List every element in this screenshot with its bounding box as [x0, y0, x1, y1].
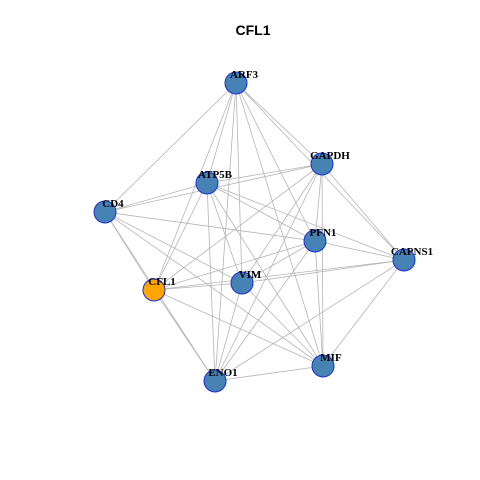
diagram-title: CFL1	[236, 22, 271, 38]
edge-cd4-pfn1	[104, 211, 316, 242]
edge-arf3-eno1	[214, 82, 237, 382]
edge-gapdh-cfl1	[153, 163, 323, 291]
node-label-cfl1: CFL1	[148, 276, 176, 288]
edge-cfl1-eno1	[153, 289, 216, 382]
node-eno1[interactable]	[203, 369, 227, 393]
edge-atp5b-mif	[206, 182, 324, 367]
edge-atp5b-cd4	[104, 182, 208, 213]
edge-atp5b-eno1	[206, 182, 216, 382]
node-pfn1[interactable]	[303, 229, 327, 253]
edge-arf3-mif	[235, 82, 324, 367]
edge-vim-mif	[241, 282, 324, 367]
edge-capns1-cfl1	[153, 259, 405, 291]
edge-atp5b-pfn1	[206, 182, 316, 242]
node-label-gapdh: GAPDH	[310, 150, 350, 162]
edge-arf3-gapdh	[235, 82, 323, 165]
edge-pfn1-capns1	[314, 240, 405, 261]
edge-cd4-vim	[104, 211, 243, 284]
edge-arf3-atp5b	[206, 82, 237, 184]
nodes-layer	[93, 71, 416, 393]
node-label-capns1: CAPNS1	[391, 246, 433, 258]
node-cfl1[interactable]	[142, 278, 166, 302]
edge-gapdh-atp5b	[206, 163, 323, 184]
edge-arf3-pfn1	[235, 82, 316, 242]
edge-pfn1-eno1	[214, 240, 316, 382]
node-arf3[interactable]	[224, 71, 248, 95]
node-gapdh[interactable]	[310, 152, 334, 176]
edge-capns1-eno1	[214, 259, 405, 382]
edges-layer	[104, 82, 405, 382]
edge-pfn1-cfl1	[153, 240, 316, 291]
edge-arf3-cd4	[104, 82, 237, 213]
node-label-pfn1: PFN1	[310, 227, 337, 239]
edge-vim-eno1	[214, 282, 243, 382]
node-label-atp5b: ATP5B	[198, 169, 233, 181]
node-label-arf3: ARF3	[230, 69, 259, 81]
edge-arf3-vim	[235, 82, 243, 284]
edge-cd4-mif	[104, 211, 324, 367]
edge-capns1-vim	[241, 259, 405, 284]
edge-atp5b-cfl1	[153, 182, 208, 291]
node-vim[interactable]	[230, 271, 254, 295]
edge-gapdh-eno1	[214, 163, 323, 382]
node-cd4[interactable]	[93, 200, 117, 224]
node-label-vim: VIM	[239, 269, 262, 281]
edge-pfn1-mif	[314, 240, 324, 367]
edge-mif-eno1	[214, 365, 324, 382]
node-capns1[interactable]	[392, 248, 416, 272]
node-atp5b[interactable]	[195, 171, 219, 195]
edge-gapdh-pfn1	[314, 163, 323, 242]
edge-gapdh-mif	[321, 163, 324, 367]
edge-gapdh-capns1	[321, 163, 405, 261]
edge-atp5b-vim	[206, 182, 243, 284]
node-label-mif: MIF	[320, 352, 342, 364]
edge-capns1-mif	[322, 259, 405, 367]
node-mif[interactable]	[311, 354, 335, 378]
edge-pfn1-vim	[241, 240, 316, 284]
edge-cfl1-vim	[153, 282, 243, 291]
edge-atp5b-capns1	[206, 182, 405, 261]
node-label-eno1: ENO1	[208, 367, 237, 379]
node-label-cd4: CD4	[102, 198, 124, 210]
edge-cfl1-mif	[153, 289, 324, 367]
